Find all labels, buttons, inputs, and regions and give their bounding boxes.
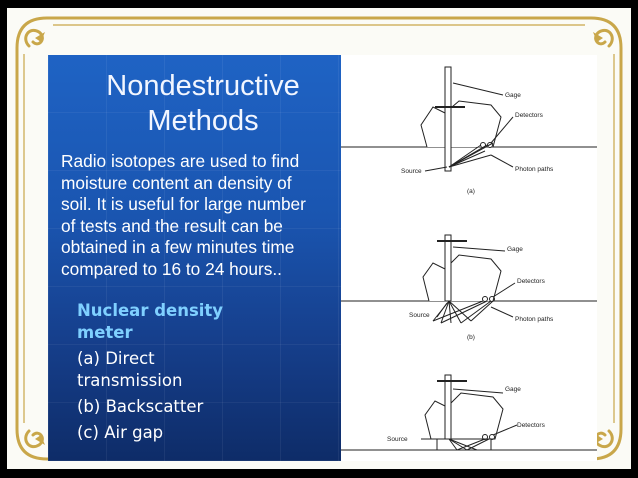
- list-item-line: (a) Direct: [77, 349, 155, 368]
- body-line: of tests and the result can be: [61, 215, 283, 236]
- body-line: soil. It is useful for large number: [61, 194, 306, 215]
- label-source-a: Source: [401, 168, 422, 175]
- label-gage-b: Gage: [507, 246, 523, 253]
- body-line: obtained in a few minutes time: [61, 237, 295, 258]
- list-item-line: transmission: [77, 371, 183, 390]
- list-item-backscatter: (b) Backscatter: [77, 396, 337, 418]
- body-line: Radio isotopes are used to find: [61, 151, 300, 171]
- meter-list: Nuclear density meter (a) Direct transmi…: [77, 300, 337, 444]
- label-photon-paths-b: Photon paths: [515, 316, 554, 323]
- gauge-body-b: [422, 254, 502, 302]
- label-gage-c: Gage: [505, 386, 521, 393]
- title-line-2: Methods: [147, 105, 259, 137]
- caption-b: (b): [467, 334, 475, 341]
- rod-a: [444, 66, 452, 172]
- meter-heading: Nuclear density meter: [77, 300, 337, 344]
- slide: Nondestructive Methods Radio isotopes ar…: [7, 8, 631, 469]
- label-detectors-c: Detectors: [517, 422, 546, 429]
- title-line-1: Nondestructive: [106, 70, 300, 102]
- list-item-direct-transmission: (a) Direct transmission: [77, 348, 337, 392]
- gauge-drawing: Gage Detectors Source Photon paths (a) G…: [341, 66, 597, 451]
- nuclear-gauge-diagram: Gage Detectors Source Photon paths (a) G…: [341, 55, 597, 461]
- label-detectors-a: Detectors: [515, 112, 544, 119]
- gauge-body-c: [424, 392, 504, 440]
- label-gage-a: Gage: [505, 92, 521, 99]
- label-source-b: Source: [409, 312, 430, 319]
- list-item-line: (c) Air gap: [77, 423, 164, 442]
- slide-title: Nondestructive Methods: [48, 69, 341, 139]
- list-item-line: (b) Backscatter: [77, 397, 204, 416]
- caption-a: (a): [467, 188, 475, 195]
- rod-b: [444, 234, 452, 302]
- label-source-c: Source: [387, 436, 408, 443]
- body-line: compared to 16 to 24 hours..: [61, 258, 282, 279]
- list-item-air-gap: (c) Air gap: [77, 422, 337, 444]
- text-panel: Nondestructive Methods Radio isotopes ar…: [48, 55, 341, 461]
- meter-heading-line: Nuclear density: [77, 301, 224, 320]
- rod-c: [444, 374, 452, 440]
- slide-body-text: Radio isotopes are used to find moisture…: [61, 151, 341, 281]
- body-line: moisture content an density of: [61, 172, 292, 193]
- meter-heading-line: meter: [77, 323, 133, 342]
- label-photon-paths-a: Photon paths: [515, 166, 554, 173]
- label-detectors-b: Detectors: [517, 278, 546, 285]
